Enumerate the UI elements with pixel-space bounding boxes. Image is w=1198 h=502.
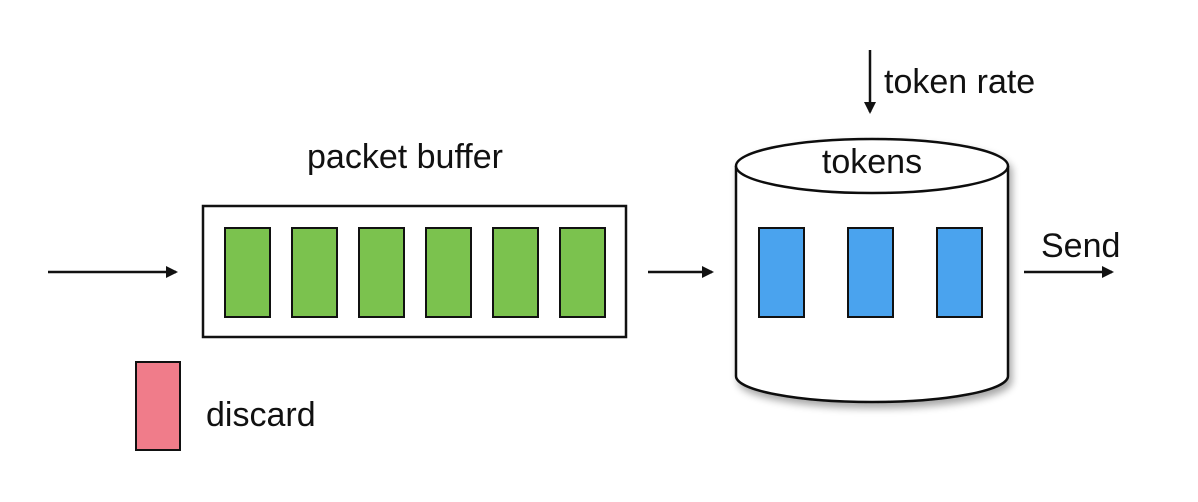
tokens-label: tokens — [822, 143, 922, 181]
packet — [492, 227, 539, 318]
packet-group — [224, 227, 606, 318]
token — [936, 227, 983, 318]
packet — [358, 227, 405, 318]
packet — [224, 227, 271, 318]
packet — [559, 227, 606, 318]
send-label: Send — [1041, 227, 1120, 265]
packet-buffer-label: packet buffer — [307, 138, 503, 176]
discard-label: discard — [206, 396, 316, 434]
discard-swatch — [135, 361, 181, 451]
packet — [291, 227, 338, 318]
packet-buffer-box — [201, 204, 628, 339]
token — [758, 227, 805, 318]
bucket-top — [734, 137, 1010, 195]
token-group — [758, 227, 983, 318]
token-rate-label: token rate — [884, 63, 1035, 101]
token — [847, 227, 894, 318]
packet — [425, 227, 472, 318]
